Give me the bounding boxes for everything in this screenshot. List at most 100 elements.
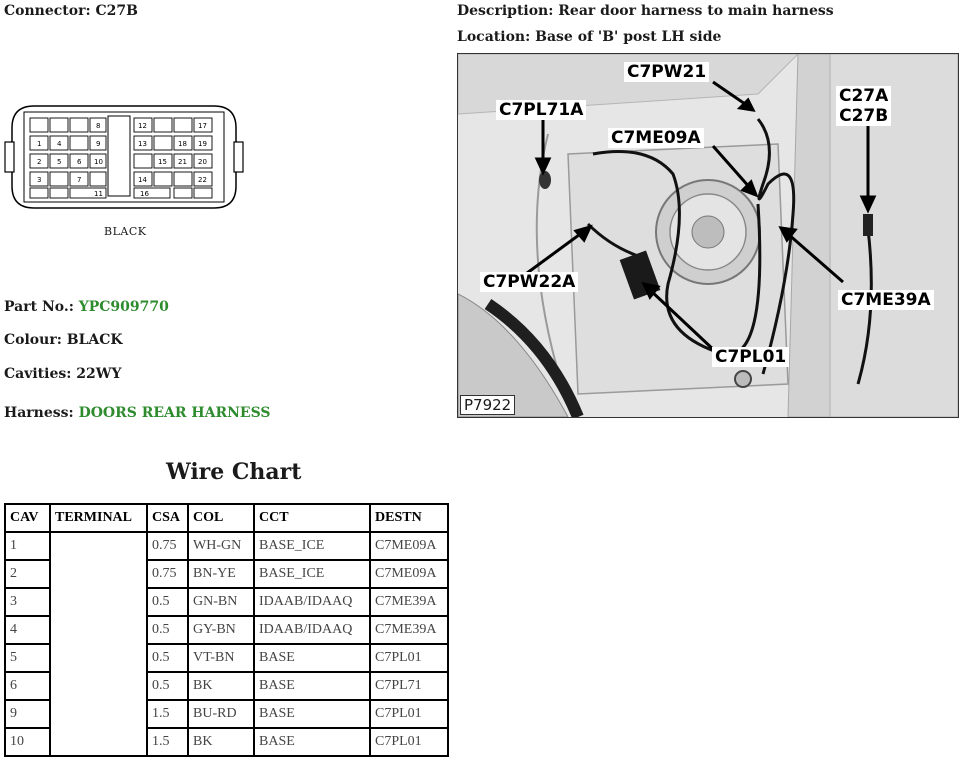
harness-link[interactable]: DOORS REAR HARNESS bbox=[78, 405, 271, 421]
colour-line: Colour: BLACK bbox=[4, 332, 123, 348]
col-header-cav: CAV bbox=[4, 503, 51, 533]
colour-value: BLACK bbox=[66, 332, 123, 348]
cell-destn: C7PL71 bbox=[369, 671, 449, 701]
cell-cav: 6 bbox=[4, 671, 51, 701]
col-header-csa: CSA bbox=[146, 503, 189, 533]
door-panel-illustration bbox=[458, 54, 958, 417]
cavity-label: 21 bbox=[178, 158, 187, 166]
callout-c7pw22a: C7PW22A bbox=[480, 272, 579, 292]
cell-cct: BASE bbox=[253, 699, 371, 729]
cell-cav: 1 bbox=[4, 531, 51, 561]
callout-c7pl01: C7PL01 bbox=[712, 347, 790, 367]
connector-colour-caption: BLACK bbox=[104, 225, 147, 238]
cell-cav: 10 bbox=[4, 727, 51, 757]
cell-csa: 0.5 bbox=[146, 671, 189, 701]
table-row: 1 0.75 WH-GN BASE_ICE C7ME09A bbox=[4, 531, 449, 757]
cell-destn: C7PL01 bbox=[369, 727, 449, 757]
cavity-label: 6 bbox=[77, 158, 82, 166]
connector-diagram: 8 9 10 11 12 13 14 15 16 17 18 19 20 21 … bbox=[4, 98, 244, 243]
cavity-number-labels: 8 9 10 11 12 13 14 15 16 17 18 19 20 21 … bbox=[37, 122, 207, 198]
cavity-label: 16 bbox=[140, 190, 149, 198]
col-header-terminal: TERMINAL bbox=[49, 503, 148, 533]
cell-col: GN-BN bbox=[187, 587, 255, 617]
cell-col: BK bbox=[187, 671, 255, 701]
callout-c27b: C27B bbox=[839, 106, 889, 126]
cavity-label: 12 bbox=[138, 122, 147, 130]
description-label: Description: bbox=[457, 3, 554, 19]
harness-line: Harness: DOORS REAR HARNESS bbox=[4, 405, 271, 421]
cavity-label: 3 bbox=[37, 176, 41, 184]
wire-chart-title: Wire Chart bbox=[166, 459, 302, 485]
cell-csa: 0.5 bbox=[146, 587, 189, 617]
cavity-label: 19 bbox=[198, 140, 207, 148]
cell-col: BK bbox=[187, 727, 255, 757]
photo-reference-id: P7922 bbox=[460, 395, 516, 415]
cell-col: BU-RD bbox=[187, 699, 255, 729]
cell-cav: 9 bbox=[4, 699, 51, 729]
cell-cct: BASE_ICE bbox=[253, 531, 371, 561]
cell-csa: 0.5 bbox=[146, 615, 189, 645]
callout-c27-pair: C27A C27B bbox=[836, 86, 892, 126]
cell-destn: C7PL01 bbox=[369, 643, 449, 673]
part-no-link[interactable]: YPC909770 bbox=[78, 299, 169, 315]
table-header-row: CAV TERMINAL CSA COL CCT DESTN bbox=[4, 503, 449, 533]
cell-cct: BASE bbox=[253, 727, 371, 757]
cavity-label: 22 bbox=[198, 176, 207, 184]
cavity-label: 13 bbox=[138, 140, 147, 148]
cavities-line: Cavities: 22WY bbox=[4, 366, 122, 382]
cell-col: WH-GN bbox=[187, 531, 255, 561]
cell-csa: 1.5 bbox=[146, 699, 189, 729]
description-value: Rear door harness to main harness bbox=[558, 3, 834, 19]
cavity-label: 8 bbox=[96, 122, 100, 130]
cell-csa: 0.75 bbox=[146, 531, 189, 561]
cavity-label: 7 bbox=[77, 176, 81, 184]
cavity-label: 1 bbox=[37, 140, 41, 148]
cell-col: BN-YE bbox=[187, 559, 255, 589]
cavities-label: Cavities: bbox=[4, 366, 72, 382]
connector-line: Connector: C27B bbox=[4, 3, 138, 19]
col-header-destn: DESTN bbox=[369, 503, 449, 533]
col-header-cct: CCT bbox=[253, 503, 371, 533]
description-line: Description: Rear door harness to main h… bbox=[457, 3, 834, 19]
cell-csa: 0.5 bbox=[146, 643, 189, 673]
cell-destn: C7PL01 bbox=[369, 699, 449, 729]
connector-value: C27B bbox=[95, 3, 138, 19]
callout-c7me09a: C7ME09A bbox=[608, 128, 704, 148]
cell-cav: 5 bbox=[4, 643, 51, 673]
cavity-label: 4 bbox=[57, 140, 62, 148]
cell-destn: C7ME39A bbox=[369, 615, 449, 645]
cavity-label: 20 bbox=[198, 158, 207, 166]
table-row: 3 0.5 GN-BN IDAAB/IDAAQ C7ME39A bbox=[4, 587, 449, 617]
cell-destn: C7ME39A bbox=[369, 587, 449, 617]
cell-cav: 4 bbox=[4, 615, 51, 645]
cavities-value: 22WY bbox=[76, 366, 122, 382]
col-header-col: COL bbox=[187, 503, 255, 533]
table-row: 6 0.5 BK BASE C7PL71 bbox=[4, 671, 449, 701]
callout-c7pw21: C7PW21 bbox=[624, 62, 710, 82]
cavity-label: 18 bbox=[178, 140, 187, 148]
cell-cct: BASE_ICE bbox=[253, 559, 371, 589]
part-no-line: Part No.: YPC909770 bbox=[4, 299, 169, 315]
cavity-label: 11 bbox=[94, 190, 103, 198]
cavity-label: 15 bbox=[158, 158, 167, 166]
table-row: 2 0.75 BN-YE BASE_ICE C7ME09A bbox=[4, 559, 449, 589]
callout-c27a: C27A bbox=[839, 86, 889, 106]
connector-face-drawing: 8 9 10 11 12 13 14 15 16 17 18 19 20 21 … bbox=[4, 105, 244, 209]
harness-label: Harness: bbox=[4, 405, 74, 421]
table-row: 5 0.5 VT-BN BASE C7PL01 bbox=[4, 643, 449, 673]
table-row: 9 1.5 BU-RD BASE C7PL01 bbox=[4, 699, 449, 729]
wire-chart-table: CAV TERMINAL CSA COL CCT DESTN 1 0.75 WH… bbox=[4, 503, 449, 757]
cell-destn: C7ME09A bbox=[369, 559, 449, 589]
cavity-label: 5 bbox=[57, 158, 61, 166]
cell-cav: 2 bbox=[4, 559, 51, 589]
cavity-label: 14 bbox=[138, 176, 147, 184]
cavity-label: 2 bbox=[37, 158, 41, 166]
cell-destn: C7ME09A bbox=[369, 531, 449, 561]
cavity-label: 9 bbox=[96, 140, 100, 148]
location-photo: C7PW21 C7PL71A C7ME09A C27A C27B C7PW22A… bbox=[457, 53, 959, 418]
connector-label: Connector: bbox=[4, 3, 91, 19]
part-no-label: Part No.: bbox=[4, 299, 74, 315]
cell-terminal bbox=[49, 531, 148, 757]
cell-csa: 0.75 bbox=[146, 559, 189, 589]
cell-col: VT-BN bbox=[187, 643, 255, 673]
